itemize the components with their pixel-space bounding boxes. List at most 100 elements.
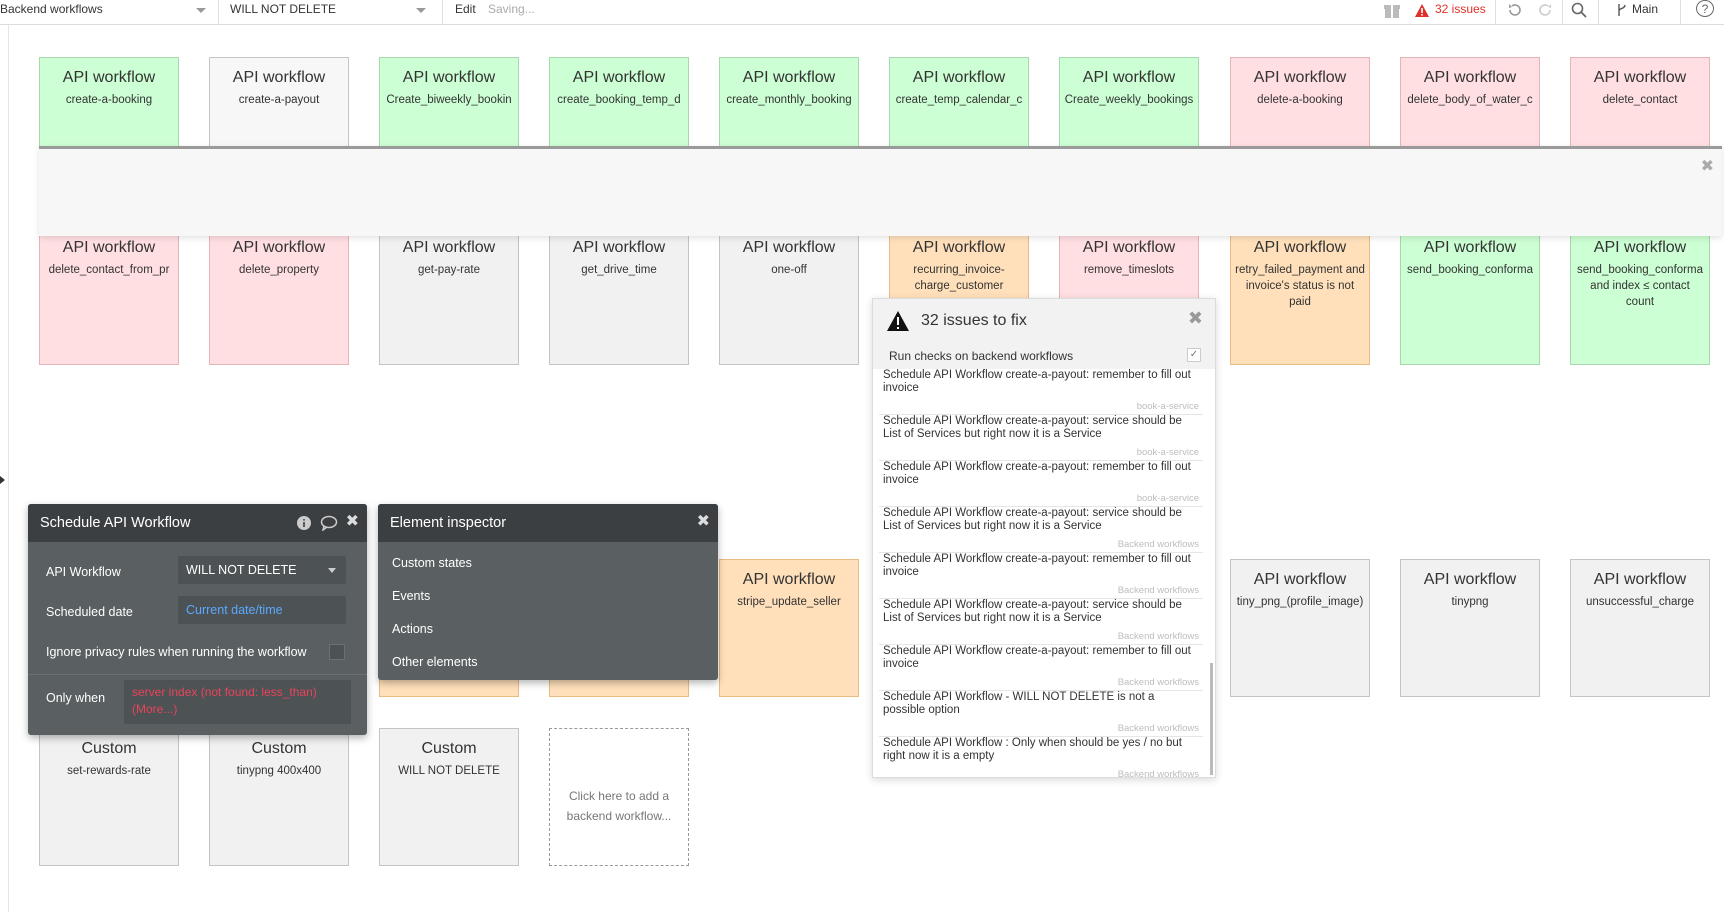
workflow-card-title: Custom bbox=[421, 740, 477, 757]
redo-icon[interactable] bbox=[1535, 0, 1555, 20]
inspector-header[interactable]: Element inspector ✖ bbox=[378, 504, 718, 542]
issue-message: Schedule API Workflow create-a-payout: r… bbox=[883, 645, 1191, 670]
divider bbox=[1598, 0, 1599, 24]
workflow-card-name: send_booking_conforma and index ≤ contac… bbox=[1577, 264, 1703, 308]
run-checks-row[interactable]: Run checks on backend workflows ✓ bbox=[873, 343, 1215, 369]
workflow-card-name: delete_contact bbox=[1602, 94, 1678, 106]
warning-icon bbox=[887, 311, 909, 331]
scheduled-date-field[interactable]: Current date/time bbox=[178, 596, 346, 624]
issue-item[interactable]: Schedule API Workflow create-a-payout: s… bbox=[879, 415, 1203, 461]
close-icon[interactable]: ✖ bbox=[1700, 158, 1714, 175]
inspector-item-actions[interactable]: Actions bbox=[392, 622, 433, 636]
issue-item[interactable]: Schedule API Workflow create-a-payout: r… bbox=[879, 645, 1203, 691]
workflow-card-name: Create_biweekly_bookin bbox=[386, 94, 512, 106]
branch-selector[interactable]: Main bbox=[1632, 2, 1659, 16]
gift-icon[interactable] bbox=[1381, 0, 1403, 20]
issue-message: Schedule API Workflow create-a-payout: r… bbox=[883, 369, 1191, 394]
warning-icon[interactable] bbox=[1414, 0, 1430, 20]
workflow-card-title: API workflow bbox=[742, 571, 836, 588]
run-checks-checkbox[interactable]: ✓ bbox=[1187, 348, 1201, 362]
workflow-card-title: API workflow bbox=[572, 239, 666, 256]
issue-item[interactable]: Schedule API Workflow create-a-payout: r… bbox=[879, 553, 1203, 599]
undo-icon[interactable] bbox=[1505, 0, 1525, 20]
issue-item[interactable]: Schedule API Workflow create-a-payout: r… bbox=[879, 461, 1203, 507]
close-icon[interactable]: ✖ bbox=[696, 513, 710, 530]
only-when-label: Only when bbox=[46, 691, 106, 705]
workflow-card-title: API workflow bbox=[572, 69, 666, 86]
page-select[interactable]: Backend workflows bbox=[0, 0, 216, 24]
only-when-expression[interactable]: server index (not found: less_than) (Mor… bbox=[124, 680, 351, 724]
workflow-card-name: create-a-payout bbox=[238, 94, 320, 106]
branch-icon[interactable] bbox=[1616, 0, 1628, 20]
workflow-card-title: API workflow bbox=[742, 239, 836, 256]
close-icon[interactable]: ✖ bbox=[1187, 308, 1203, 328]
issue-message: Schedule API Workflow : Only when should… bbox=[883, 737, 1182, 762]
workflow-card[interactable]: API workflow unsuccessful_charge bbox=[1570, 559, 1710, 697]
workflow-card[interactable]: API workflow stripe_update_seller bbox=[719, 559, 859, 697]
issue-item[interactable]: Schedule API Workflow create-a-payout: r… bbox=[879, 369, 1203, 415]
workflow-card-name: tiny_png_(profile_image) bbox=[1236, 596, 1364, 608]
issue-item[interactable]: Schedule API Workflow : Only when should… bbox=[879, 737, 1203, 777]
workflow-card-title: API workflow bbox=[402, 239, 496, 256]
issues-scrollbar[interactable] bbox=[1210, 663, 1213, 775]
workflow-card-title: API workflow bbox=[1593, 571, 1687, 588]
canvas-edge bbox=[8, 25, 9, 912]
schedule-panel-header[interactable]: Schedule API Workflow ✖ bbox=[28, 504, 367, 542]
issue-message: Schedule API Workflow create-a-payout: s… bbox=[883, 415, 1182, 440]
search-icon[interactable] bbox=[1568, 0, 1590, 20]
divider bbox=[28, 674, 367, 675]
workflow-card-title: API workflow bbox=[232, 69, 326, 86]
workflow-card-title: API workflow bbox=[1082, 239, 1176, 256]
inspector-item-events[interactable]: Events bbox=[392, 589, 431, 603]
workflow-select[interactable]: WILL NOT DELETE bbox=[230, 0, 436, 24]
workflow-card-name: create_temp_calendar_c bbox=[895, 94, 1023, 106]
add-backend-workflow-card[interactable]: Click here to add a backend workflow... bbox=[549, 728, 689, 866]
workflow-card-name: Create_weekly_bookings bbox=[1064, 94, 1194, 106]
api-workflow-label: API Workflow bbox=[46, 565, 121, 579]
workflow-card-title: API workflow bbox=[912, 69, 1006, 86]
save-status: Saving... bbox=[488, 2, 535, 16]
workflow-card-title: API workflow bbox=[62, 69, 156, 86]
workflow-card-name: create_monthly_booking bbox=[726, 94, 852, 106]
issue-message: Schedule API Workflow create-a-payout: s… bbox=[883, 507, 1182, 532]
info-icon[interactable] bbox=[296, 515, 312, 531]
inspector-item-other-elements[interactable]: Other elements bbox=[392, 655, 478, 669]
issue-source: book-a-service bbox=[1136, 493, 1199, 504]
issues-count-link[interactable]: 32 issues bbox=[1435, 2, 1486, 16]
workflow-card-title: API workflow bbox=[1423, 571, 1517, 588]
ignore-privacy-checkbox[interactable] bbox=[329, 644, 345, 660]
api-workflow-select[interactable]: WILL NOT DELETE bbox=[178, 556, 346, 584]
issue-item[interactable]: Schedule API Workflow - WILL NOT DELETE … bbox=[879, 691, 1203, 737]
workflow-card-title: Custom bbox=[251, 740, 307, 757]
workflow-card-name: set-rewards-rate bbox=[67, 765, 151, 777]
workflow-card-name: unsuccessful_charge bbox=[1585, 596, 1695, 608]
comment-icon[interactable] bbox=[320, 515, 338, 532]
workflow-card-name: send_booking_conforma bbox=[1407, 264, 1533, 276]
collapse-arrow-icon[interactable] bbox=[0, 476, 5, 484]
issue-item[interactable]: Schedule API Workflow create-a-payout: s… bbox=[879, 507, 1203, 553]
issue-item[interactable]: Schedule API Workflow create-a-payout: s… bbox=[879, 599, 1203, 645]
help-icon[interactable]: ? bbox=[1696, 0, 1714, 17]
chevron-down-icon bbox=[328, 568, 336, 573]
ignore-privacy-label: Ignore privacy rules when running the wo… bbox=[46, 645, 307, 659]
workflow-card-name: stripe_update_seller bbox=[737, 596, 841, 608]
close-icon[interactable]: ✖ bbox=[345, 513, 359, 530]
workflow-card-name: WILL NOT DELETE bbox=[398, 765, 500, 777]
issue-message: Schedule API Workflow - WILL NOT DELETE … bbox=[883, 691, 1155, 716]
inspector-item-custom-states[interactable]: Custom states bbox=[392, 556, 472, 570]
edit-menu[interactable]: Edit bbox=[455, 2, 476, 16]
workflow-card-name: remove_timeslots bbox=[1083, 264, 1175, 276]
